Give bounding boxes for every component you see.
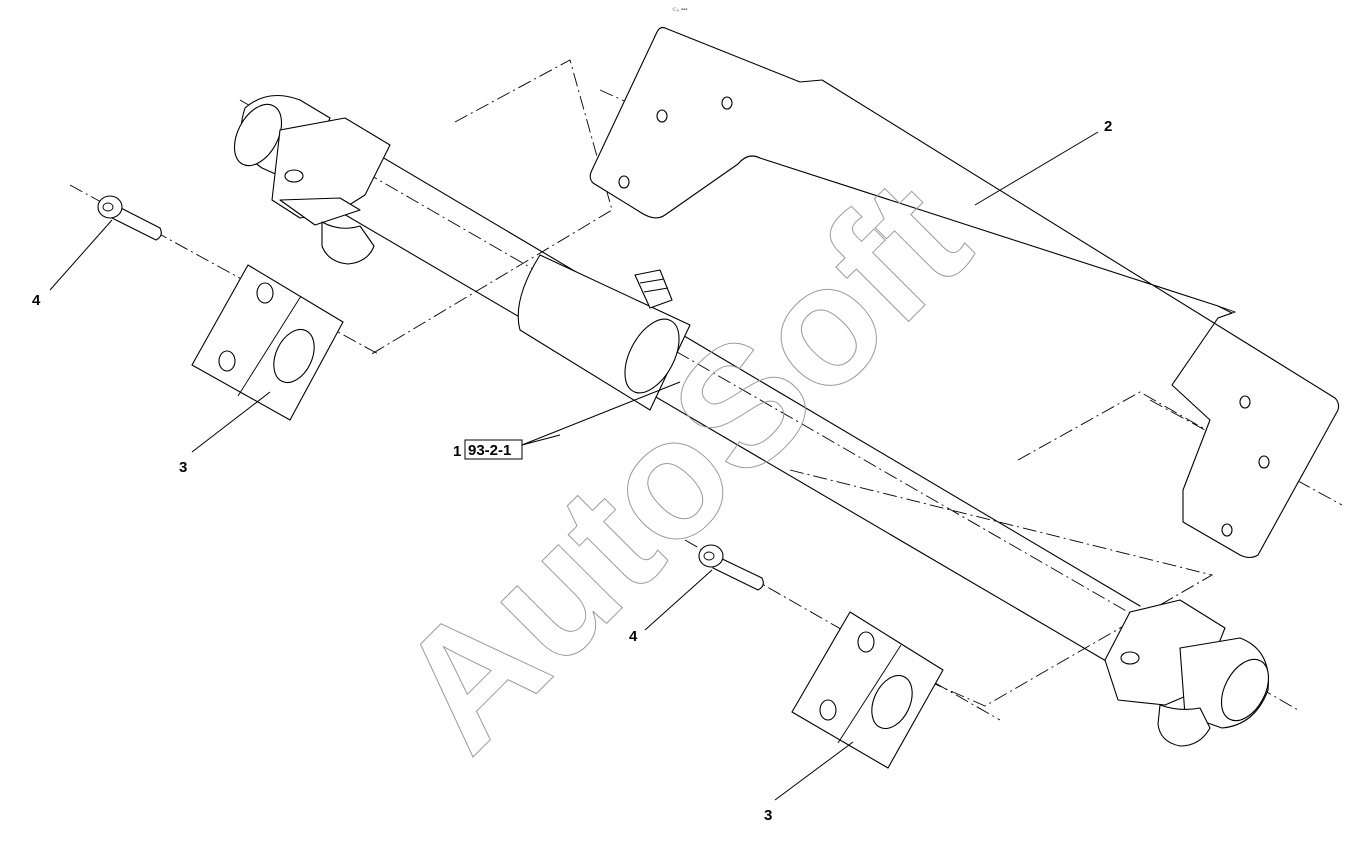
knob-left (321, 221, 375, 265)
callout-clamp-right: 3 (764, 807, 772, 824)
left-tube-end (233, 94, 391, 265)
callout-screw-right: 4 (629, 628, 638, 645)
callout-clamp-left: 3 (179, 459, 187, 476)
knob-right (1157, 704, 1211, 747)
callout-plate: 2 (1104, 118, 1112, 135)
screw-left (97, 195, 162, 241)
screw-right (698, 544, 764, 591)
callout-screw-left: 4 (32, 292, 41, 309)
callout-main-part-ref: 93-2-1 (468, 442, 511, 459)
ref-box (464, 439, 523, 460)
right-tube-end (1104, 599, 1270, 747)
mounting-plate (589, 26, 1340, 559)
callout-main-part-number: 1 (453, 443, 461, 460)
tube-assembly (319, 134, 1141, 669)
drawing-code: ⊂ₒ ▪▪▪ (672, 7, 687, 13)
leader-lines (49, 131, 1099, 801)
clamp-plate-left (191, 264, 344, 421)
clamp-plate-right (791, 611, 944, 769)
